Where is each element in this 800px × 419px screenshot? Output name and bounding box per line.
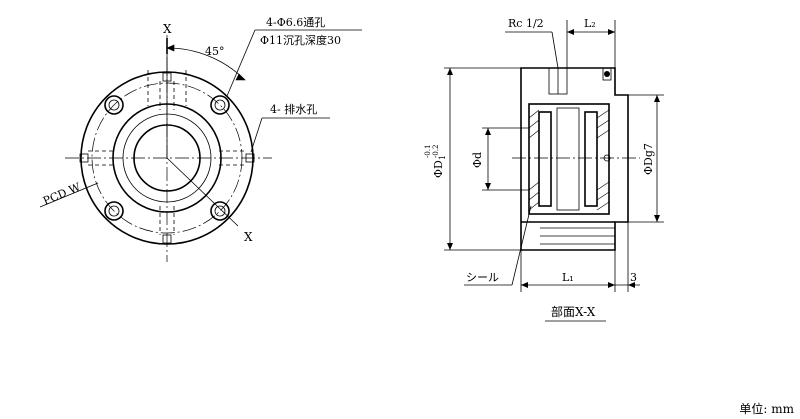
l1-label: L₁: [562, 271, 574, 284]
unit-label: 单位: mm: [739, 402, 794, 416]
section-view: L₂ Rc 1/2 ΦD1 -0.1 -0.2 Φd ΦDg7: [424, 17, 664, 322]
seal-hatch: [528, 109, 610, 211]
d1-tolerance-lower: -0.2: [432, 145, 440, 159]
bolt-holes: [104, 95, 230, 221]
port-label: Rc 1/2: [508, 17, 544, 30]
front-view: X X 45° 4-Φ6.6通孔 Φ11沉孔深度30 4- 排水孔 PCD W: [39, 16, 362, 262]
l2-label: L₂: [584, 17, 596, 30]
hole-note-line1: 4-Φ6.6通孔: [266, 16, 325, 29]
hidden-passages: [88, 70, 246, 235]
hole-note-line2: Φ11沉孔深度30: [260, 33, 341, 47]
angle-label: 45°: [205, 45, 225, 58]
section-title: 部面X-X: [551, 304, 596, 319]
section-mark-bottom: X: [244, 230, 253, 244]
dim-3-label: 3: [630, 271, 637, 284]
d1-label: ΦD1: [432, 155, 447, 178]
section-mark-top: X: [163, 22, 172, 36]
section-line-lower: [166, 157, 239, 227]
pcd-label: PCD W: [41, 180, 83, 208]
drain-note: 4- 排水孔: [270, 102, 317, 116]
dg7-label: ΦDg7: [642, 143, 655, 175]
seal-label: シール: [466, 271, 499, 284]
d-label: Φd: [471, 152, 484, 168]
d1-tolerance-upper: -0.1: [424, 145, 432, 159]
